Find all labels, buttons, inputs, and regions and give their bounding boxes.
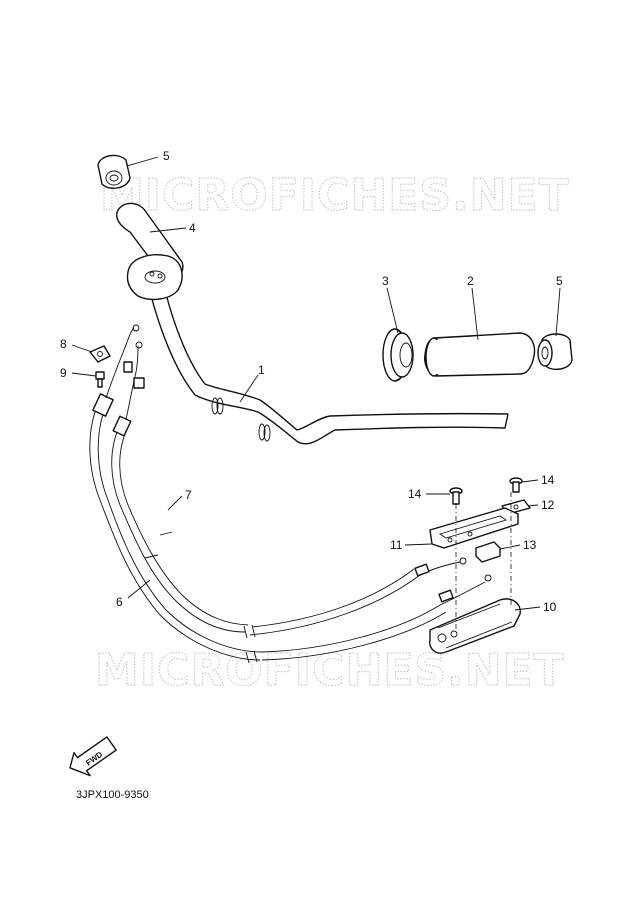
callout-2: 2: [467, 274, 474, 288]
leader-13: [499, 544, 521, 550]
leader-8: [71, 344, 93, 353]
housing-upper-part-11: [429, 507, 519, 549]
grip-part-2: [424, 332, 536, 377]
housing-lower-part-10: [429, 598, 521, 654]
leader-5a: [126, 156, 159, 167]
leader-7: [167, 495, 183, 511]
screw-part-14-left: [449, 487, 463, 505]
callout-3: 3: [382, 274, 389, 288]
callout-14-right: 14: [541, 473, 555, 487]
leader-10: [514, 606, 541, 611]
insert-part-13: [475, 541, 501, 563]
clamp-part-8: [89, 345, 111, 363]
callout-12: 12: [541, 498, 555, 512]
watermark-top: MICROFICHES.NET: [100, 170, 570, 221]
collar-part-3: [382, 328, 414, 382]
callout-13: 13: [523, 538, 537, 552]
screw-part-14-right: [509, 477, 523, 493]
callout-9: 9: [60, 366, 67, 380]
throttle-grip-part-4: [116, 202, 184, 301]
throttle-cables-parts-6-7: [89, 324, 492, 664]
leader-2: [471, 287, 479, 341]
leader-11: [404, 543, 433, 546]
leader-6: [127, 579, 151, 599]
leader-5b: [555, 287, 561, 337]
leader-1: [239, 374, 259, 403]
bolt-part-9: [95, 371, 105, 388]
fwd-arrow-icon: FWD: [69, 736, 117, 777]
callout-10: 10: [543, 600, 557, 614]
leader-14b: [521, 479, 539, 483]
leader-9: [71, 372, 97, 377]
grip-end-part-5-right: [537, 333, 573, 371]
leader-4: [149, 227, 187, 233]
callout-4: 4: [189, 221, 196, 235]
handlebar-part-1: [149, 289, 509, 445]
callout-5-left: 5: [163, 149, 170, 163]
callout-11: 11: [390, 538, 403, 552]
grip-end-part-5-left: [97, 154, 131, 189]
leader-12: [527, 504, 539, 507]
callout-14-left: 14: [408, 487, 422, 501]
diagram-code: 3JPX100-9350: [76, 789, 149, 801]
callout-8: 8: [60, 337, 67, 351]
callout-1: 1: [258, 363, 265, 377]
callout-5-right: 5: [556, 274, 563, 288]
callout-7: 7: [185, 488, 192, 502]
leader-3: [386, 287, 399, 334]
callout-6: 6: [116, 595, 123, 609]
